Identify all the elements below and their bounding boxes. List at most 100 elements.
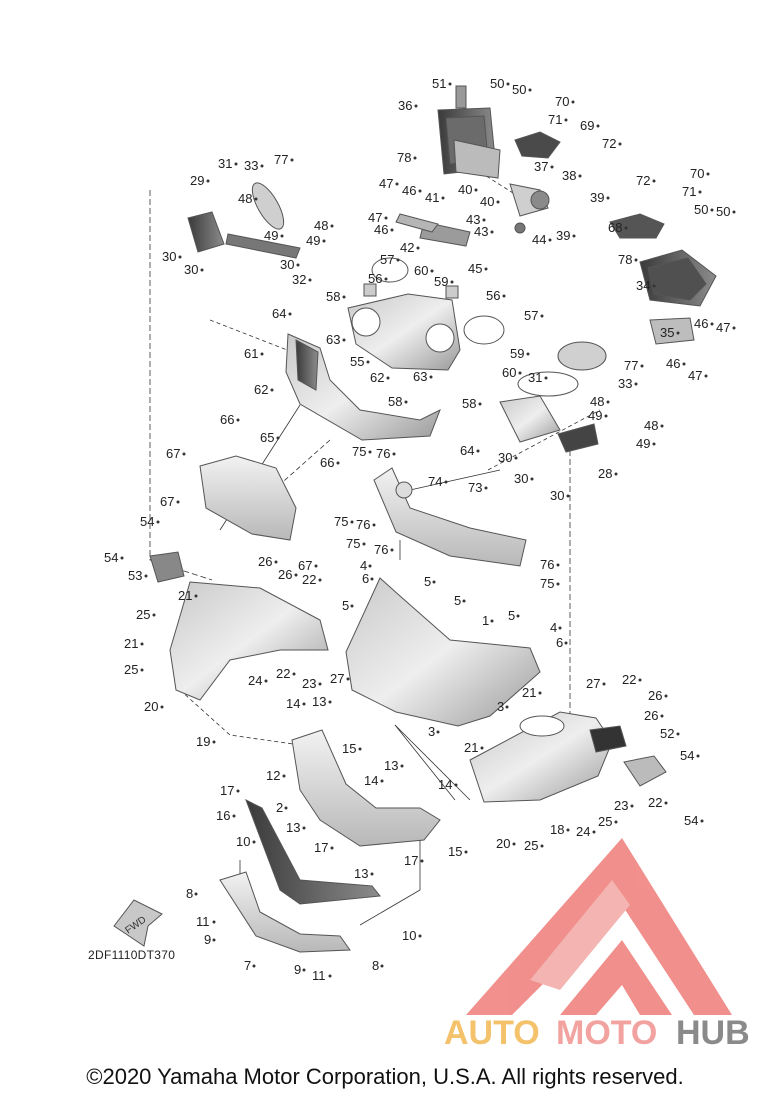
callout-dot (514, 456, 518, 460)
callout-dot (496, 200, 500, 204)
callout-dot (556, 563, 560, 567)
callout-dot (634, 258, 638, 262)
callout-dot (294, 573, 298, 577)
callout-dot (602, 682, 606, 686)
callout-51: 51 (432, 76, 446, 91)
callout-dot (206, 179, 210, 183)
callout-24: 24 (248, 673, 262, 688)
callout-dot (578, 174, 582, 178)
callout-29: 29 (190, 173, 204, 188)
callout-dot (200, 268, 204, 272)
callout-13: 13 (312, 694, 326, 709)
callout-dot (506, 82, 510, 86)
callout-33: 33 (244, 158, 258, 173)
callout-13: 13 (354, 866, 368, 881)
callout-14: 14 (438, 777, 452, 792)
callout-dot (490, 619, 494, 623)
callout-72: 72 (636, 173, 650, 188)
callout-dot (624, 226, 628, 230)
callout-46: 46 (374, 222, 388, 237)
callout-54: 54 (140, 514, 154, 529)
callout-23: 23 (614, 798, 628, 813)
callout-dot (704, 374, 708, 378)
callout-dot (276, 436, 280, 440)
callout-dot (274, 560, 278, 564)
callout-dot (528, 88, 532, 92)
callout-30: 30 (514, 471, 528, 486)
callout-36: 36 (398, 98, 412, 113)
callout-25: 25 (136, 607, 150, 622)
callout-10: 10 (236, 834, 250, 849)
callout-39: 39 (590, 190, 604, 205)
callout-60: 60 (414, 263, 428, 278)
callout-dot (592, 830, 596, 834)
callout-dot (292, 672, 296, 676)
callout-dot (538, 691, 542, 695)
callout-dot (330, 846, 334, 850)
callout-28: 28 (598, 466, 612, 481)
callout-dot (676, 331, 680, 335)
callout-77: 77 (624, 358, 638, 373)
callout-30: 30 (184, 262, 198, 277)
callout-dot (606, 400, 610, 404)
callout-78: 78 (618, 252, 632, 267)
callout-dot (296, 263, 300, 267)
callout-57: 57 (524, 308, 538, 323)
meter-housing (437, 85, 501, 179)
callout-dot (366, 360, 370, 364)
callout-dot (260, 164, 264, 168)
callout-dot (346, 677, 350, 681)
callout-dot (478, 402, 482, 406)
callout-dot (380, 964, 384, 968)
callout-dot (564, 118, 568, 122)
callout-dot (696, 754, 700, 758)
callout-dot (484, 267, 488, 271)
callout-25: 25 (124, 662, 138, 677)
callout-dot (634, 382, 638, 386)
callout-30: 30 (550, 488, 564, 503)
callout-68: 68 (608, 220, 622, 235)
callout-50: 50 (694, 202, 708, 217)
callout-45: 45 (468, 261, 482, 276)
callout-dot (698, 190, 702, 194)
callout-32: 32 (292, 272, 306, 287)
mirror-stay-left (187, 182, 301, 259)
callout-dot (564, 641, 568, 645)
callout-39: 39 (556, 228, 570, 243)
callout-38: 38 (562, 168, 576, 183)
callout-48: 48 (590, 394, 604, 409)
callout-dot (270, 388, 274, 392)
callout-54: 54 (680, 748, 694, 763)
callout-dot (362, 542, 366, 546)
callout-dot (418, 934, 422, 938)
callout-dot (396, 258, 400, 262)
callout-dot (252, 840, 256, 844)
callout-59: 59 (434, 274, 448, 289)
callout-3: 3 (497, 699, 504, 714)
callout-dot (512, 842, 516, 846)
callout-dot (566, 494, 570, 498)
callout-18: 18 (550, 822, 564, 837)
callout-58: 58 (388, 394, 402, 409)
callout-dot (400, 764, 404, 768)
callout-dot (732, 326, 736, 330)
callout-dot (370, 577, 374, 581)
callout-76: 76 (374, 542, 388, 557)
callout-dot (660, 714, 664, 718)
callout-8: 8 (372, 958, 379, 973)
logo-triangle-inner (560, 940, 672, 1015)
callout-dot (664, 694, 668, 698)
callout-47: 47 (716, 320, 730, 335)
callout-15: 15 (448, 844, 462, 859)
callout-dot (436, 730, 440, 734)
callout-dot (342, 338, 346, 342)
callout-8: 8 (186, 886, 193, 901)
callout-dot (441, 196, 445, 200)
callout-63: 63 (326, 332, 340, 347)
callout-22: 22 (648, 795, 662, 810)
callout-54: 54 (684, 813, 698, 828)
callout-25: 25 (524, 838, 538, 853)
callout-22: 22 (302, 572, 316, 587)
under-cowl (285, 333, 441, 441)
callout-dot (682, 362, 686, 366)
